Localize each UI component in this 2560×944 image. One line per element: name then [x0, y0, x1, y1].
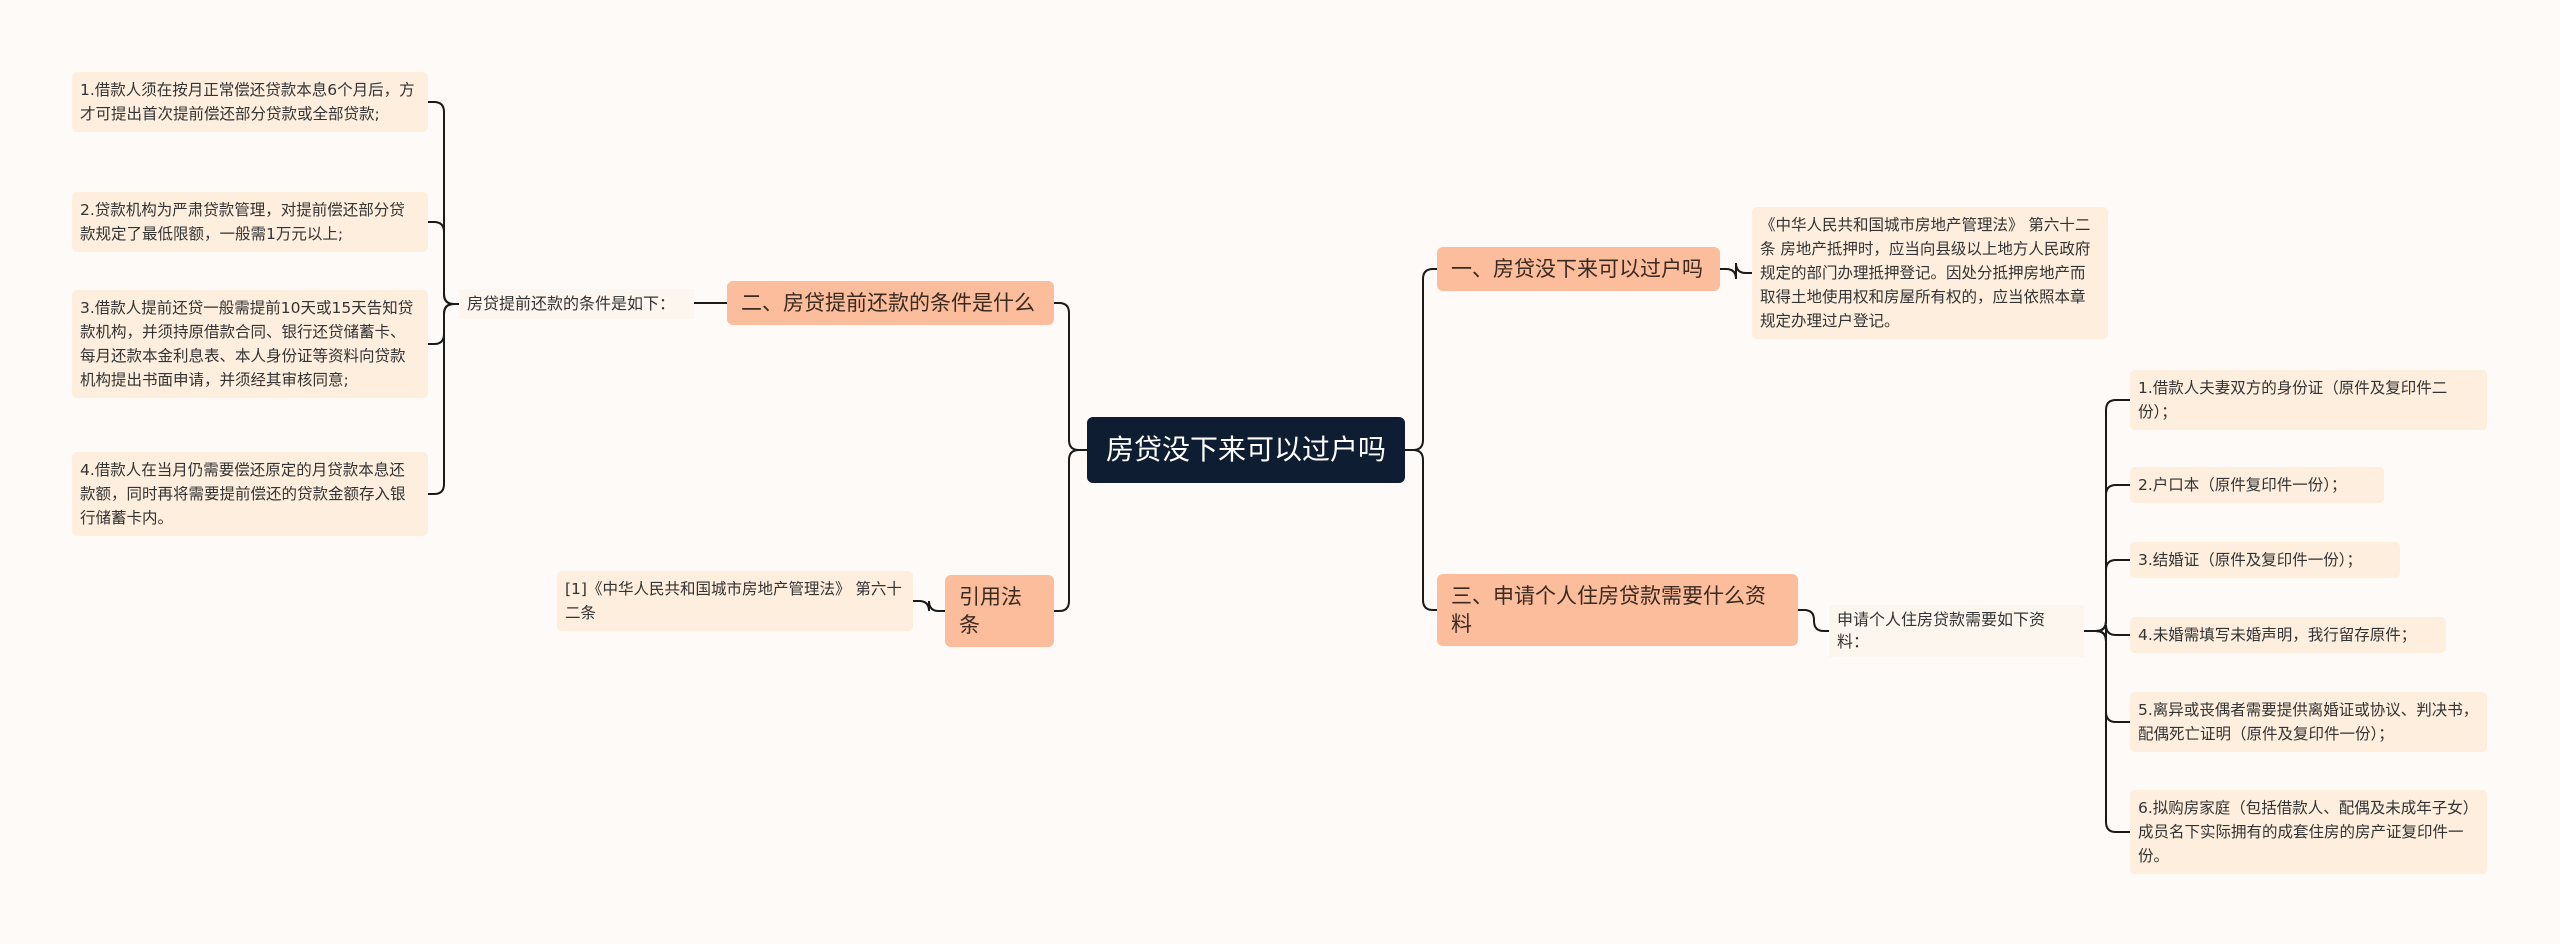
branch-can-transfer[interactable]: 一、房贷没下来可以过户吗: [1437, 247, 1720, 291]
prepayment-condition-item[interactable]: 3.借款人提前还贷一般需提前10天或15天告知贷款机构，并须持原借款合同、银行还…: [72, 290, 428, 398]
loan-document-item[interactable]: 6.拟购房家庭（包括借款人、配偶及未成年子女）成员名下实际拥有的成套住房的房产证…: [2130, 790, 2487, 874]
prepayment-conditions-intro-text: 房贷提前还款的条件是如下：: [467, 294, 676, 313]
branch-prepayment-conditions-label: 二、房贷提前还款的条件是什么: [741, 291, 1035, 315]
branch-cited-law[interactable]: 引用法条: [945, 575, 1054, 647]
loan-documents-intro-text: 申请个人住房贷款需要如下资料：: [1837, 610, 2046, 651]
root-topic[interactable]: 房贷没下来可以过户吗: [1087, 417, 1405, 483]
connector-line: [1054, 302, 1087, 451]
prepayment-condition-item-text: 2.贷款机构为严肃贷款管理，对提前偿还部分贷款规定了最低限额，一般需1万元以上;: [80, 201, 405, 243]
prepayment-condition-item-text: 1.借款人须在按月正常偿还贷款本息6个月后，方才可提出首次提前偿还部分贷款或全部…: [80, 81, 415, 123]
loan-document-item-text: 4.未婚需填写未婚声明，我行留存原件；: [2138, 626, 2417, 644]
loan-document-item[interactable]: 1.借款人夫妻双方的身份证（原件及复印件二份）；: [2130, 370, 2487, 430]
connector-line: [913, 600, 945, 612]
prepayment-condition-item-text: 4.借款人在当月仍需要偿还原定的月贷款本息还款额，同时再将需要提前偿还的贷款金额…: [80, 461, 406, 527]
loan-document-item-text: 3.结婚证（原件及复印件一份）；: [2138, 551, 2363, 569]
branch-can-transfer-detail-text: 《中华人民共和国城市房地产管理法》 第六十二条 房地产抵押时，应当向县级以上地方…: [1760, 216, 2091, 330]
branch-can-transfer-label: 一、房贷没下来可以过户吗: [1451, 257, 1703, 281]
connector-line: [1720, 262, 1752, 280]
loan-document-item[interactable]: 5.离异或丧偶者需要提供离婚证或协议、判决书，配偶死亡证明（原件及复印件一份）；: [2130, 692, 2487, 752]
prepayment-condition-item-text: 3.借款人提前还贷一般需提前10天或15天告知贷款机构，并须持原借款合同、银行还…: [80, 299, 414, 389]
branch-can-transfer-detail[interactable]: 《中华人民共和国城市房地产管理法》 第六十二条 房地产抵押时，应当向县级以上地方…: [1752, 207, 2108, 339]
connector-line: [428, 303, 459, 495]
connector-line: [1798, 609, 1829, 632]
cited-law-item[interactable]: [1]《中华人民共和国城市房地产管理法》 第六十二条: [557, 571, 913, 631]
loan-documents-intro[interactable]: 申请个人住房贷款需要如下资料：: [1829, 605, 2084, 657]
loan-document-item[interactable]: 4.未婚需填写未婚声明，我行留存原件；: [2130, 617, 2446, 653]
loan-document-item-text: 5.离异或丧偶者需要提供离婚证或协议、判决书，配偶死亡证明（原件及复印件一份）；: [2138, 701, 2479, 743]
branch-loan-documents[interactable]: 三、申请个人住房贷款需要什么资料: [1437, 574, 1798, 646]
connector-line: [2084, 630, 2130, 833]
prepayment-condition-item[interactable]: 1.借款人须在按月正常偿还贷款本息6个月后，方才可提出首次提前偿还部分贷款或全部…: [72, 72, 428, 132]
connector-line: [2084, 559, 2130, 632]
connector-line: [428, 221, 459, 305]
connector-line: [1405, 268, 1437, 451]
connector-line: [1054, 449, 1087, 612]
branch-cited-law-label: 引用法条: [959, 585, 1022, 637]
loan-document-item[interactable]: 3.结婚证（原件及复印件一份）；: [2130, 542, 2400, 578]
branch-loan-documents-label: 三、申请个人住房贷款需要什么资料: [1451, 584, 1766, 636]
loan-document-item[interactable]: 2.户口本（原件复印件一份）；: [2130, 467, 2384, 503]
prepayment-condition-item[interactable]: 4.借款人在当月仍需要偿还原定的月贷款本息还款额，同时再将需要提前偿还的贷款金额…: [72, 452, 428, 536]
loan-document-item-text: 1.借款人夫妻双方的身份证（原件及复印件二份）；: [2138, 379, 2448, 421]
loan-document-item-text: 6.拟购房家庭（包括借款人、配偶及未成年子女）成员名下实际拥有的成套住房的房产证…: [2138, 799, 2479, 865]
root-topic-label: 房贷没下来可以过户吗: [1105, 433, 1386, 466]
connector-line: [2084, 624, 2130, 642]
loan-document-item-text: 2.户口本（原件复印件一份）；: [2138, 476, 2347, 494]
prepayment-conditions-intro[interactable]: 房贷提前还款的条件是如下：: [459, 289, 694, 319]
cited-law-item-text: [1]《中华人民共和国城市房地产管理法》 第六十二条: [565, 580, 902, 622]
connector-line: [1405, 449, 1437, 611]
branch-prepayment-conditions[interactable]: 二、房贷提前还款的条件是什么: [727, 281, 1054, 325]
prepayment-condition-item[interactable]: 2.贷款机构为严肃贷款管理，对提前偿还部分贷款规定了最低限额，一般需1万元以上;: [72, 192, 428, 252]
